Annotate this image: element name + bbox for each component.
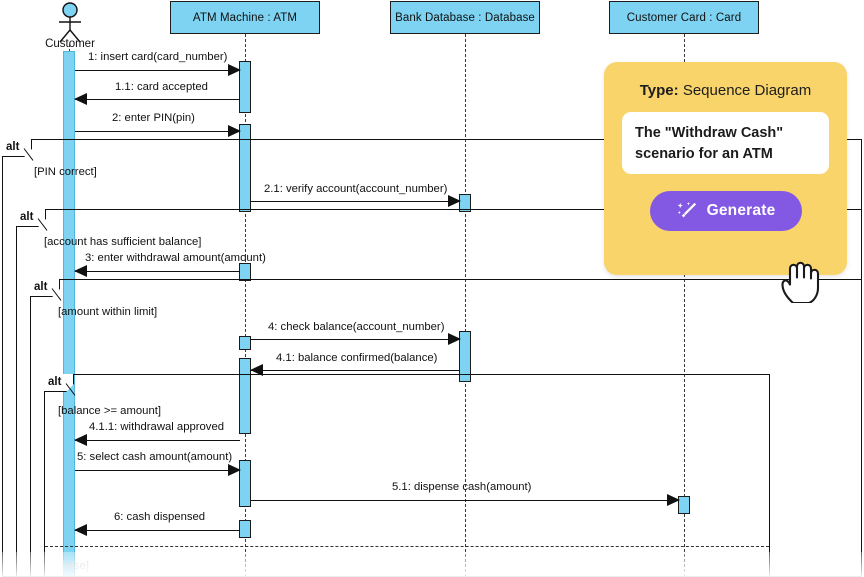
message-label-11: 6: cash dispensed — [114, 511, 206, 523]
message-arrowhead-2 — [74, 92, 87, 105]
fragment-alt-4-divider — [45, 546, 769, 547]
message-line-1 — [75, 70, 240, 71]
lifeline-header-card[interactable]: Customer Card : Card — [609, 1, 759, 34]
fragment-alt-3-label: alt — [30, 279, 60, 297]
message-line-9 — [75, 470, 240, 471]
fragment-alt-2-label: alt — [16, 209, 46, 227]
message-label-10: 5.1: dispense cash(amount) — [392, 481, 532, 493]
activation-bar-atm-1 — [239, 61, 251, 113]
activation-bar-atm-7 — [239, 520, 251, 538]
message-arrowhead-8 — [74, 433, 87, 446]
message-label-8: 4.1.1: withdrawal approved — [89, 421, 225, 433]
message-label-9: 5: select cash amount(amount) — [75, 451, 235, 463]
lifeline-header-atm[interactable]: ATM Machine : ATM — [170, 1, 320, 34]
fragment-alt-1-label: alt — [2, 139, 32, 157]
generate-button-label: Generate — [706, 202, 776, 219]
message-label-2: 1.1: card accepted — [115, 81, 208, 93]
message-line-3 — [75, 131, 240, 132]
fragment-alt-2-guard: [account has sufficient balance] — [44, 236, 202, 248]
bottom-fade-overlay — [0, 552, 864, 577]
activation-bar-database-2 — [459, 331, 471, 382]
activation-bar-atm-3 — [239, 263, 251, 281]
message-arrowhead-5 — [74, 264, 87, 277]
message-arrowhead-9 — [228, 463, 241, 476]
fragment-alt-4-label: alt — [44, 374, 74, 392]
generate-button[interactable]: Generate — [649, 191, 802, 231]
message-line-11 — [75, 530, 240, 531]
message-arrowhead-4 — [448, 194, 461, 207]
fragment-alt-3-guard: [amount within limit] — [58, 306, 158, 318]
lifeline-database — [465, 34, 466, 577]
lifeline-atm — [245, 34, 246, 577]
message-line-5 — [75, 271, 240, 272]
activation-bar-atm-4 — [239, 336, 251, 350]
prompt-input[interactable]: The "Withdraw Cash" scenario for an ATM — [622, 112, 829, 174]
message-label-6: 4: check balance(account_number) — [268, 321, 445, 333]
message-label-7: 4.1: balance confirmed(balance) — [276, 352, 438, 364]
message-arrowhead-7 — [250, 363, 263, 376]
fragment-alt-4-else-guard: [else] — [62, 560, 90, 572]
message-label-1: 1: insert card(card_number) — [88, 51, 228, 63]
message-arrowhead-1 — [228, 63, 241, 76]
popup-type-value: Sequence Diagram — [682, 82, 812, 99]
fragment-alt-1-guard: [PIN correct] — [34, 166, 97, 178]
generate-popup-panel: Type: Sequence Diagram The "Withdraw Cas… — [604, 62, 847, 275]
fragment-alt-4-guard: [balance >= amount] — [58, 405, 162, 417]
message-arrowhead-11 — [74, 523, 87, 536]
message-line-2 — [75, 99, 240, 100]
message-line-8 — [75, 440, 240, 441]
message-label-3: 2: enter PIN(pin) — [112, 112, 195, 124]
activation-bar-atm-2 — [239, 124, 251, 212]
message-label-5: 3: enter withdrawal amount(amount) — [85, 252, 266, 264]
popup-type-row: Type: Sequence Diagram — [622, 82, 829, 99]
message-arrowhead-6 — [448, 332, 461, 345]
lifeline-card — [684, 34, 685, 577]
message-arrowhead-3 — [228, 124, 241, 137]
actor-label: Customer — [45, 38, 95, 50]
magic-wand-icon — [677, 202, 696, 218]
message-line-7 — [251, 370, 460, 371]
lifeline-header-database[interactable]: Bank Database : Database — [390, 1, 540, 34]
activation-bar-atm-6 — [239, 460, 251, 507]
popup-type-label: Type: — [639, 82, 679, 99]
message-line-4 — [251, 201, 460, 202]
activation-bar-atm-5 — [239, 358, 251, 434]
message-line-10 — [251, 500, 679, 501]
actor-stick-figure-icon — [59, 2, 81, 42]
message-label-4: 2.1: verify account(account_number) — [264, 183, 448, 195]
message-arrowhead-10 — [667, 493, 680, 506]
message-line-6 — [251, 339, 460, 340]
